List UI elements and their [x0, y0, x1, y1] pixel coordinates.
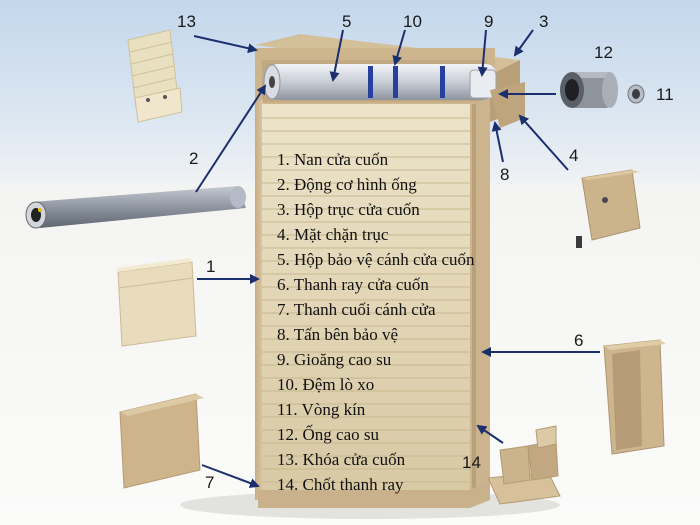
arrow-8 [491, 121, 504, 163]
callout-4: 4 [569, 146, 579, 165]
legend-item: 13. Khóa cửa cuốn [277, 450, 406, 469]
rail-pin [487, 425, 561, 505]
lock-part [127, 29, 183, 123]
arrow-3 [513, 29, 534, 57]
right-rail [470, 98, 490, 496]
rubber-tube [560, 72, 618, 108]
arrow-13 [193, 35, 258, 54]
callout-8: 8 [500, 165, 510, 184]
legend-item: 6. Thanh ray cửa cuốn [277, 275, 429, 294]
callout-11: 11 [656, 85, 674, 104]
legend-item: 4. Mặt chặn trục [277, 225, 389, 244]
legend-item: 2. Động cơ hình ống [277, 175, 417, 194]
legend-item: 14. Chốt thanh ray [277, 475, 404, 494]
legend-item: 1. Nan cửa cuốn [277, 150, 389, 169]
arrow-10 [392, 29, 406, 66]
slat-piece [116, 258, 197, 347]
callout-7: 7 [205, 473, 215, 492]
callout-14: 14 [462, 453, 481, 472]
arrow-5 [329, 29, 344, 82]
legend-item: 11. Vòng kín [277, 400, 366, 419]
callout-2: 2 [189, 149, 199, 168]
legend-item: 8. Tấn bên bảo vệ [277, 325, 399, 344]
parts-legend: 1. Nan cửa cuốn 2. Động cơ hình ống 3. Hộp… [277, 147, 537, 497]
end-cap [576, 169, 641, 248]
legend-item: 9. Gioăng cao su [277, 350, 392, 369]
callout-10: 10 [403, 12, 422, 31]
callout-13: 13 [177, 12, 196, 31]
bottom-bar-piece [119, 393, 204, 489]
tubular-motor [25, 186, 246, 229]
callout-arrows [193, 29, 600, 488]
arrow-9 [477, 29, 488, 77]
seal-ring [627, 84, 645, 104]
callout-1: 1 [206, 257, 216, 276]
rail-piece [603, 339, 666, 455]
arrow-7 [201, 464, 260, 488]
legend-item: 5. Hộp bảo vệ cánh cửa cuốn [277, 250, 475, 269]
slat-lines [262, 117, 472, 483]
callout-6: 6 [574, 331, 584, 350]
arrow-14 [476, 424, 504, 444]
arrow-2 [195, 84, 267, 193]
arrow-4 [518, 114, 569, 171]
callout-12: 12 [594, 43, 613, 62]
legend-item: 10. Đệm lò xo [277, 375, 375, 394]
legend-item: 3. Hộp trục cửa cuốn [277, 200, 420, 219]
left-frame [255, 100, 263, 500]
callout-3: 3 [539, 12, 549, 31]
legend-item: 7. Thanh cuối cánh cửa [277, 300, 436, 319]
legend-item: 12. Ống cao su [277, 425, 379, 444]
callout-9: 9 [484, 12, 494, 31]
bottom-bar [258, 480, 490, 508]
side-plate [490, 82, 525, 128]
callout-5: 5 [342, 12, 352, 31]
tube-shaft [263, 64, 497, 100]
